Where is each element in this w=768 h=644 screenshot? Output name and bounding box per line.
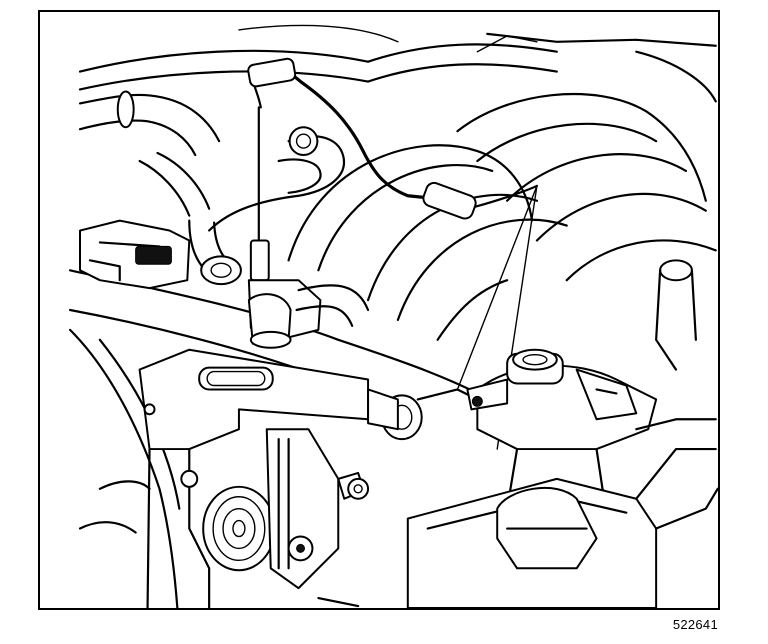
lower-right-housing — [406, 259, 718, 608]
throttle-body — [202, 428, 366, 608]
small-details — [78, 469, 370, 534]
upper-hoses — [78, 24, 717, 91]
engine-line-drawing — [38, 10, 720, 610]
mid-sensor — [367, 388, 479, 441]
left-hose-elbow — [78, 90, 221, 217]
throttle-bracket — [138, 348, 370, 608]
engine-svg — [68, 24, 718, 608]
left-sensor-block — [79, 219, 191, 290]
center-fittings — [200, 255, 370, 349]
vacuum-line — [247, 57, 539, 282]
intake-runners — [287, 50, 717, 341]
figure-number: 522641 — [672, 617, 718, 632]
map-sensor-assembly — [456, 185, 658, 540]
